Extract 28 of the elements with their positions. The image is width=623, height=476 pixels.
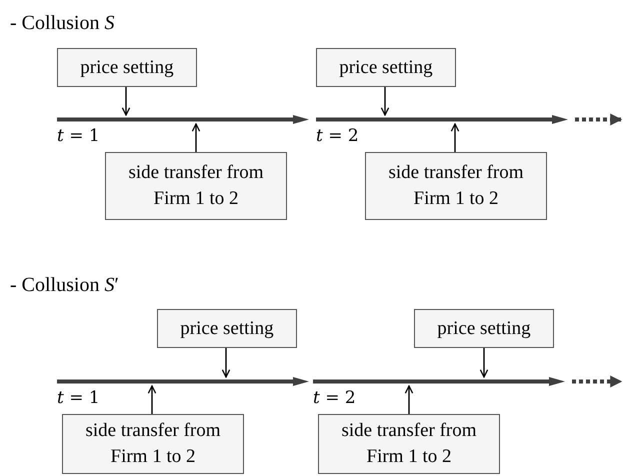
timeline xyxy=(313,377,565,386)
time-label: t = 1 xyxy=(57,126,100,146)
time-label: t = 2 xyxy=(313,388,356,408)
event-box: price setting xyxy=(414,309,554,348)
arrow xyxy=(404,385,414,414)
timeline xyxy=(316,115,568,124)
section-heading: - Collusion S′ xyxy=(10,274,119,297)
arrow xyxy=(192,123,200,152)
arrow xyxy=(480,348,488,378)
arrow xyxy=(380,87,390,116)
time-label: t = 2 xyxy=(316,126,359,146)
section-heading: - Collusion S xyxy=(10,12,114,35)
arrow xyxy=(222,348,230,378)
event-box: side transfer from Firm 1 to 2 xyxy=(62,414,244,474)
arrow xyxy=(148,385,156,414)
event-box: side transfer from Firm 1 to 2 xyxy=(365,152,547,220)
event-box: side transfer from Firm 1 to 2 xyxy=(318,414,500,474)
continuation-arrow xyxy=(572,376,622,388)
event-box: price setting xyxy=(157,309,297,348)
event-box: side transfer from Firm 1 to 2 xyxy=(105,152,287,220)
arrow xyxy=(450,123,460,152)
continuation-arrow xyxy=(575,114,622,126)
time-label: t = 1 xyxy=(57,388,100,408)
timeline xyxy=(57,115,309,124)
event-box: price setting xyxy=(316,48,456,87)
arrow xyxy=(122,87,130,116)
event-box: price setting xyxy=(57,48,197,87)
timeline xyxy=(57,377,309,386)
